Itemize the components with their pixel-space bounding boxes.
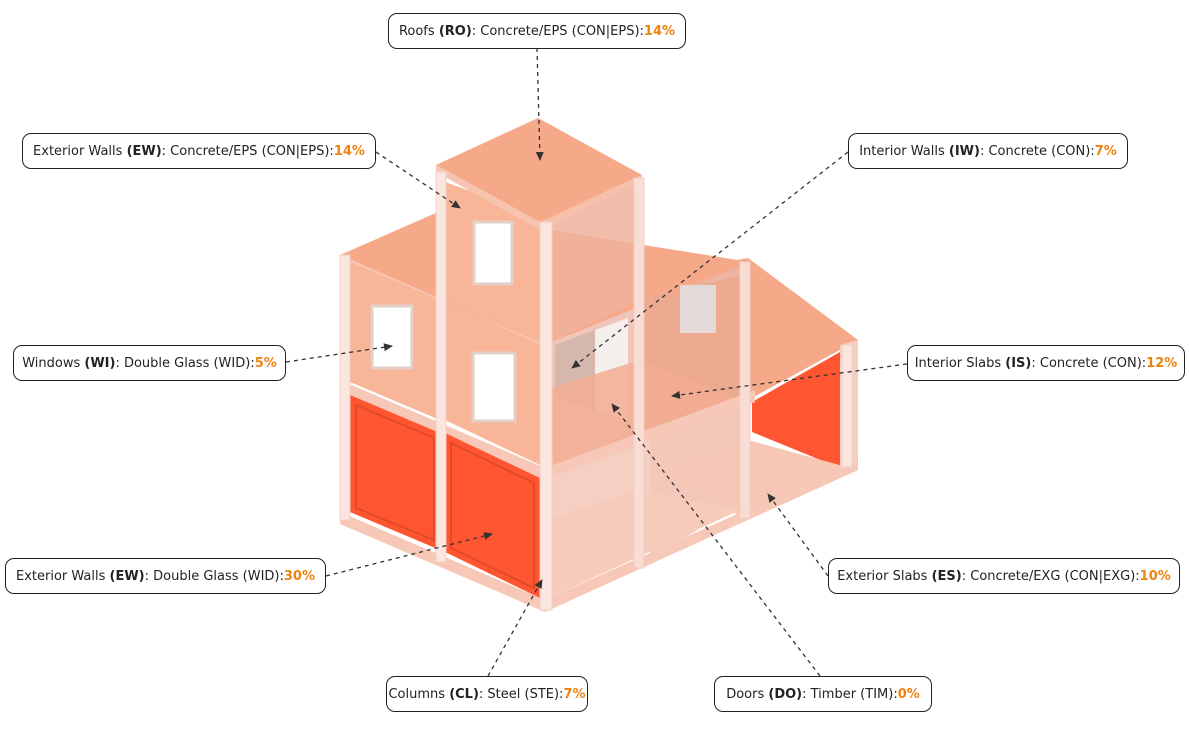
label-material: : Timber (TIM):: [802, 686, 898, 702]
column-front-mid: [435, 171, 447, 563]
label-code: (DO): [768, 686, 803, 702]
leader-ext-slabs: [767, 493, 829, 577]
label-code: (CL): [449, 686, 479, 702]
column-back-mid: [633, 177, 645, 569]
base-slab: [340, 460, 858, 612]
label-pct: 30%: [283, 568, 315, 584]
label-ext-walls-lower: Exterior Walls (EW): Double Glass (WID):…: [5, 558, 326, 594]
label-roofs: Roofs (RO): Concrete/EPS (CON|EPS): 14%: [388, 13, 686, 49]
leader-ext-walls-upper: [375, 151, 461, 209]
label-material: : Concrete (CON):: [979, 143, 1095, 159]
label-columns: Columns (CL): Steel (STE): 7%: [386, 676, 588, 712]
label-code: (IW): [948, 143, 980, 159]
leader-doors: [611, 403, 821, 677]
level1-slab: [340, 380, 755, 480]
label-name: Doors: [726, 686, 765, 702]
label-material: : Concrete/EPS (CON|EPS):: [471, 23, 644, 39]
glass-frame-left: [355, 403, 435, 542]
label-name: Windows: [22, 355, 81, 371]
upper-block-roof-edge: [436, 165, 540, 230]
leader-windows: [285, 343, 393, 363]
label-name: Exterior Walls: [15, 568, 106, 584]
label-material: : Steel (STE):: [478, 686, 564, 702]
label-name: Exterior Slabs: [837, 568, 928, 584]
label-pct: 14%: [333, 143, 365, 159]
leader-roofs: [535, 47, 544, 161]
upper-block-roof-side: [540, 175, 642, 230]
right-wing-glass-wall: [752, 352, 840, 468]
leader-columns: [487, 579, 543, 677]
building: [339, 118, 858, 612]
label-windows: Windows (WI): Double Glass (WID): 5%: [13, 345, 286, 381]
label-code: (WI): [84, 355, 116, 371]
glass-frame-right: [450, 441, 535, 590]
middle-window-left: [370, 304, 414, 370]
label-pct: 7%: [563, 686, 586, 702]
label-name: Columns: [388, 686, 446, 702]
leader-lines: [285, 47, 908, 677]
upper-window: [472, 220, 514, 286]
label-ext-walls-upper: Exterior Walls (EW): Concrete/EPS (CON|E…: [22, 133, 376, 169]
upper-block-back-wall: [545, 178, 640, 345]
label-ext-slabs: Exterior Slabs (ES): Concrete/EXG (CON|E…: [828, 558, 1180, 594]
label-int-slabs: Interior Slabs (IS): Concrete (CON): 12%: [907, 345, 1185, 381]
column-back-right: [739, 261, 751, 519]
label-code: (EW): [126, 143, 162, 159]
label-name: Roofs: [398, 23, 435, 39]
label-doors: Doors (DO): Timber (TIM): 0%: [714, 676, 932, 712]
label-material: : Concrete/EPS (CON|EPS):: [161, 143, 334, 159]
label-material: : Double Glass (WID):: [144, 568, 284, 584]
label-code: (RO): [438, 23, 472, 39]
label-pct: 0%: [897, 686, 920, 702]
interior-wall-window: [680, 285, 716, 333]
label-material: : Concrete (CON):: [1031, 355, 1147, 371]
label-name: Exterior Walls: [33, 143, 123, 159]
upper-block-roof: [436, 118, 642, 222]
label-name: Interior Slabs: [914, 355, 1002, 371]
label-material: : Double Glass (WID):: [115, 355, 255, 371]
label-pct: 14%: [643, 23, 676, 39]
label-code: (IS): [1005, 355, 1032, 371]
label-pct: 7%: [1094, 143, 1117, 159]
label-int-walls: Interior Walls (IW): Concrete (CON): 7%: [848, 133, 1128, 169]
label-material: : Concrete/EXG (CON|EXG):: [961, 568, 1140, 584]
label-pct: 10%: [1139, 568, 1171, 584]
leader-int-walls: [571, 151, 849, 369]
column-far-right: [841, 344, 853, 468]
label-pct: 12%: [1146, 355, 1178, 371]
label-pct: 5%: [254, 355, 277, 371]
ground-glass-left: [350, 395, 440, 550]
label-code: (EW): [109, 568, 145, 584]
column-front-left: [339, 254, 351, 521]
column-front-right: [539, 221, 553, 611]
label-code: (ES): [931, 568, 962, 584]
label-name: Interior Walls: [859, 143, 945, 159]
middle-window-right: [471, 351, 517, 423]
